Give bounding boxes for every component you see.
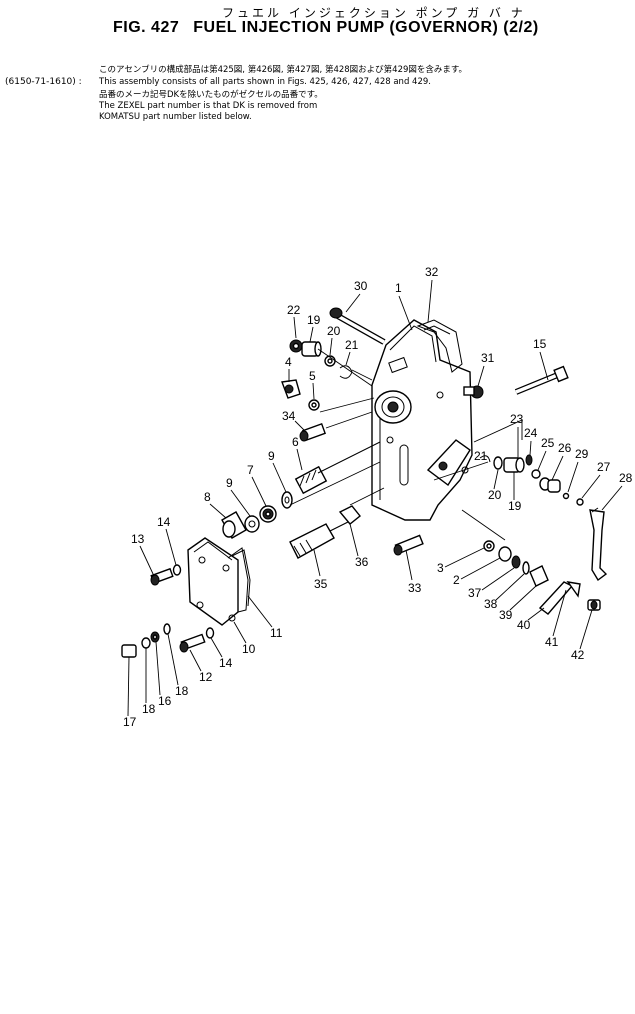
callout-1: 1 (395, 281, 402, 295)
callout-42: 42 (571, 648, 585, 662)
callout-9-right: 9 (268, 449, 275, 463)
callout-18-right: 18 (175, 684, 189, 698)
lower-left-small-parts (121, 623, 171, 658)
governor-housing (371, 319, 473, 521)
callout-15: 15 (533, 337, 547, 351)
assembly-lines (289, 348, 523, 541)
callout-34: 34 (282, 409, 296, 423)
callout-21-top: 21 (345, 338, 359, 352)
washers-and-cap (221, 491, 293, 539)
callout-33: 33 (408, 581, 422, 595)
callout-24: 24 (524, 426, 538, 440)
bolt-34 (299, 422, 327, 442)
figure-title: FIG. 427 FUEL INJECTION PUMP (GOVERNOR) (… (113, 19, 553, 37)
callout-4: 4 (285, 355, 292, 369)
callout-18-left: 18 (142, 702, 156, 716)
bolt-33 (393, 534, 424, 556)
callout-21-right: 21 (474, 449, 488, 463)
note-line-jp-3: 品番のメーカ記号DKを除いたものがゼクセルの品番です。 (99, 90, 323, 100)
callout-26: 26 (558, 441, 572, 455)
callout-30: 30 (354, 279, 368, 293)
callout-8: 8 (204, 490, 211, 504)
callout-5: 5 (309, 369, 316, 383)
callout-12: 12 (199, 670, 213, 684)
shaft-6 (294, 441, 381, 495)
callout-17: 17 (123, 715, 137, 729)
callout-20-top: 20 (327, 324, 341, 338)
callout-41: 41 (545, 635, 559, 649)
callout-36: 36 (355, 555, 369, 569)
upper-left-small-parts (281, 339, 353, 411)
callout-22: 22 (287, 303, 301, 317)
callout-13: 13 (131, 532, 145, 546)
plug-31 (463, 385, 484, 399)
callout-37: 37 (468, 586, 482, 600)
lower-right-parts (483, 540, 601, 615)
note-line-5: KOMATSU part number listed below. (99, 112, 252, 122)
bolt-12 (179, 627, 215, 653)
figure-name: FUEL INJECTION PUMP (GOVERNOR) (2/2) (193, 19, 539, 36)
long-bolt-30 (329, 307, 386, 345)
note-line-jp-1: このアセンブリの構成部品は第425図, 第426図, 第427図, 第428図お… (99, 65, 468, 75)
figure-number: FIG. 427 (113, 19, 180, 36)
callout-7: 7 (247, 463, 254, 477)
bolt-13 (150, 564, 182, 586)
callout-2: 2 (453, 573, 460, 587)
japanese-title: フュエル インジェクション ポンプ ガ バ ナ (222, 6, 526, 20)
callout-28: 28 (619, 471, 633, 485)
callout-10: 10 (242, 642, 256, 656)
assembly-number: (6150-71-1610) : (5, 77, 82, 87)
callout-40: 40 (517, 618, 531, 632)
shaft-35 (289, 505, 361, 559)
callout-3: 3 (437, 561, 444, 575)
callout-31: 31 (481, 351, 495, 365)
callout-6: 6 (292, 435, 299, 449)
callout-23: 23 (510, 412, 524, 426)
cover-plate-10 (187, 537, 251, 626)
callout-16: 16 (158, 694, 172, 708)
callout-19-right: 19 (508, 499, 522, 513)
upper-right-parts (479, 454, 608, 582)
callout-19-top: 19 (307, 313, 321, 327)
callout-14-top: 14 (157, 515, 171, 529)
callout-38: 38 (484, 597, 498, 611)
bolt-15 (514, 365, 569, 395)
callout-14-bottom: 14 (219, 656, 233, 670)
callout-29: 29 (575, 447, 589, 461)
callout-25: 25 (541, 436, 555, 450)
note-line-2: This assembly consists of all parts show… (99, 77, 431, 87)
callout-35: 35 (314, 577, 328, 591)
callout-20-right: 20 (488, 488, 502, 502)
callout-11: 11 (270, 626, 283, 640)
callout-32: 32 (425, 265, 439, 279)
callout-labels: 1 32 30 22 19 20 21 4 5 34 6 9 9 7 8 14 … (123, 265, 633, 729)
cover-gasket (416, 319, 463, 373)
callout-39: 39 (499, 608, 513, 622)
callout-9-left: 9 (226, 476, 233, 490)
note-line-4: The ZEXEL part number is that DK is remo… (99, 101, 318, 111)
callout-27: 27 (597, 460, 611, 474)
